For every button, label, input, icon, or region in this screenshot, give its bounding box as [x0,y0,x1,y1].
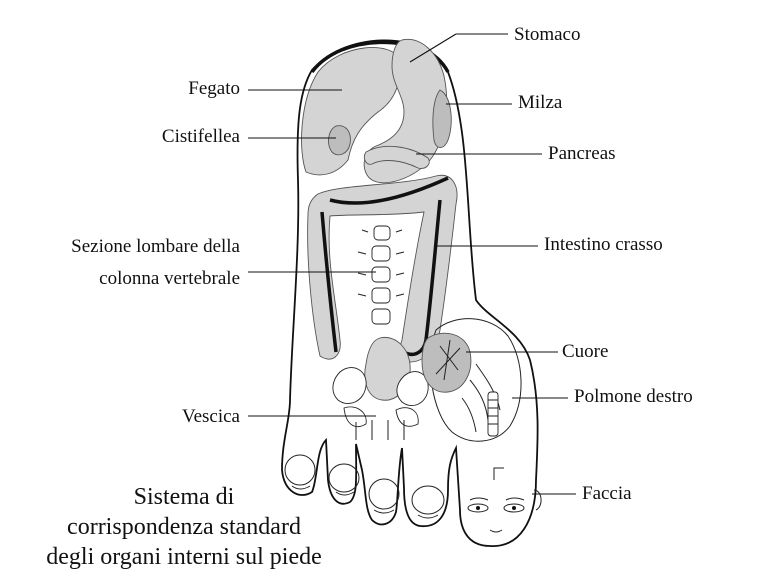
right-eye-icon [503,503,525,513]
caption: Sistema di corrispondenza standard degli… [46,484,322,570]
toenail-3 [368,478,400,510]
label-intestino-crasso: Intestino crasso [544,234,663,255]
organ-labels: Stomaco Fegato Milza Cistifellea Pancrea… [71,24,693,504]
leader-stomaco [409,33,457,63]
lung-heart-area [421,318,522,442]
face-on-toe [467,467,542,533]
label-sezione-lombare-line1: Sezione lombare della [71,236,240,257]
large-intestine-shape [307,174,458,363]
label-vescica: Vescica [182,406,241,427]
pelvis-bones [332,367,429,440]
toenail-1 [284,454,316,486]
label-stomaco: Stomaco [514,24,581,45]
pancreas-shape [363,145,430,169]
liver-shape [301,47,401,176]
label-faccia: Faccia [582,483,632,504]
label-fegato: Fegato [188,78,240,99]
lumbar-spine [357,225,405,325]
label-cuore: Cuore [562,341,608,362]
label-milza: Milza [518,92,563,113]
leader-lines [248,33,576,495]
left-eye-icon [467,503,489,513]
gallbladder-shape [328,125,351,156]
toenail-2 [328,463,360,493]
caption-line-3: degli organi interni sul piede [46,544,322,570]
toenail-4 [411,485,445,515]
label-polmone-destro: Polmone destro [574,386,693,407]
label-pancreas: Pancreas [548,143,616,164]
caption-line-2: corrispondenza standard [67,514,301,540]
caption-line-1: Sistema di [134,484,235,510]
toenails [284,454,445,519]
label-cistifellea: Cistifellea [162,126,241,147]
label-sezione-lombare-line2: colonna vertebrale [99,268,240,289]
